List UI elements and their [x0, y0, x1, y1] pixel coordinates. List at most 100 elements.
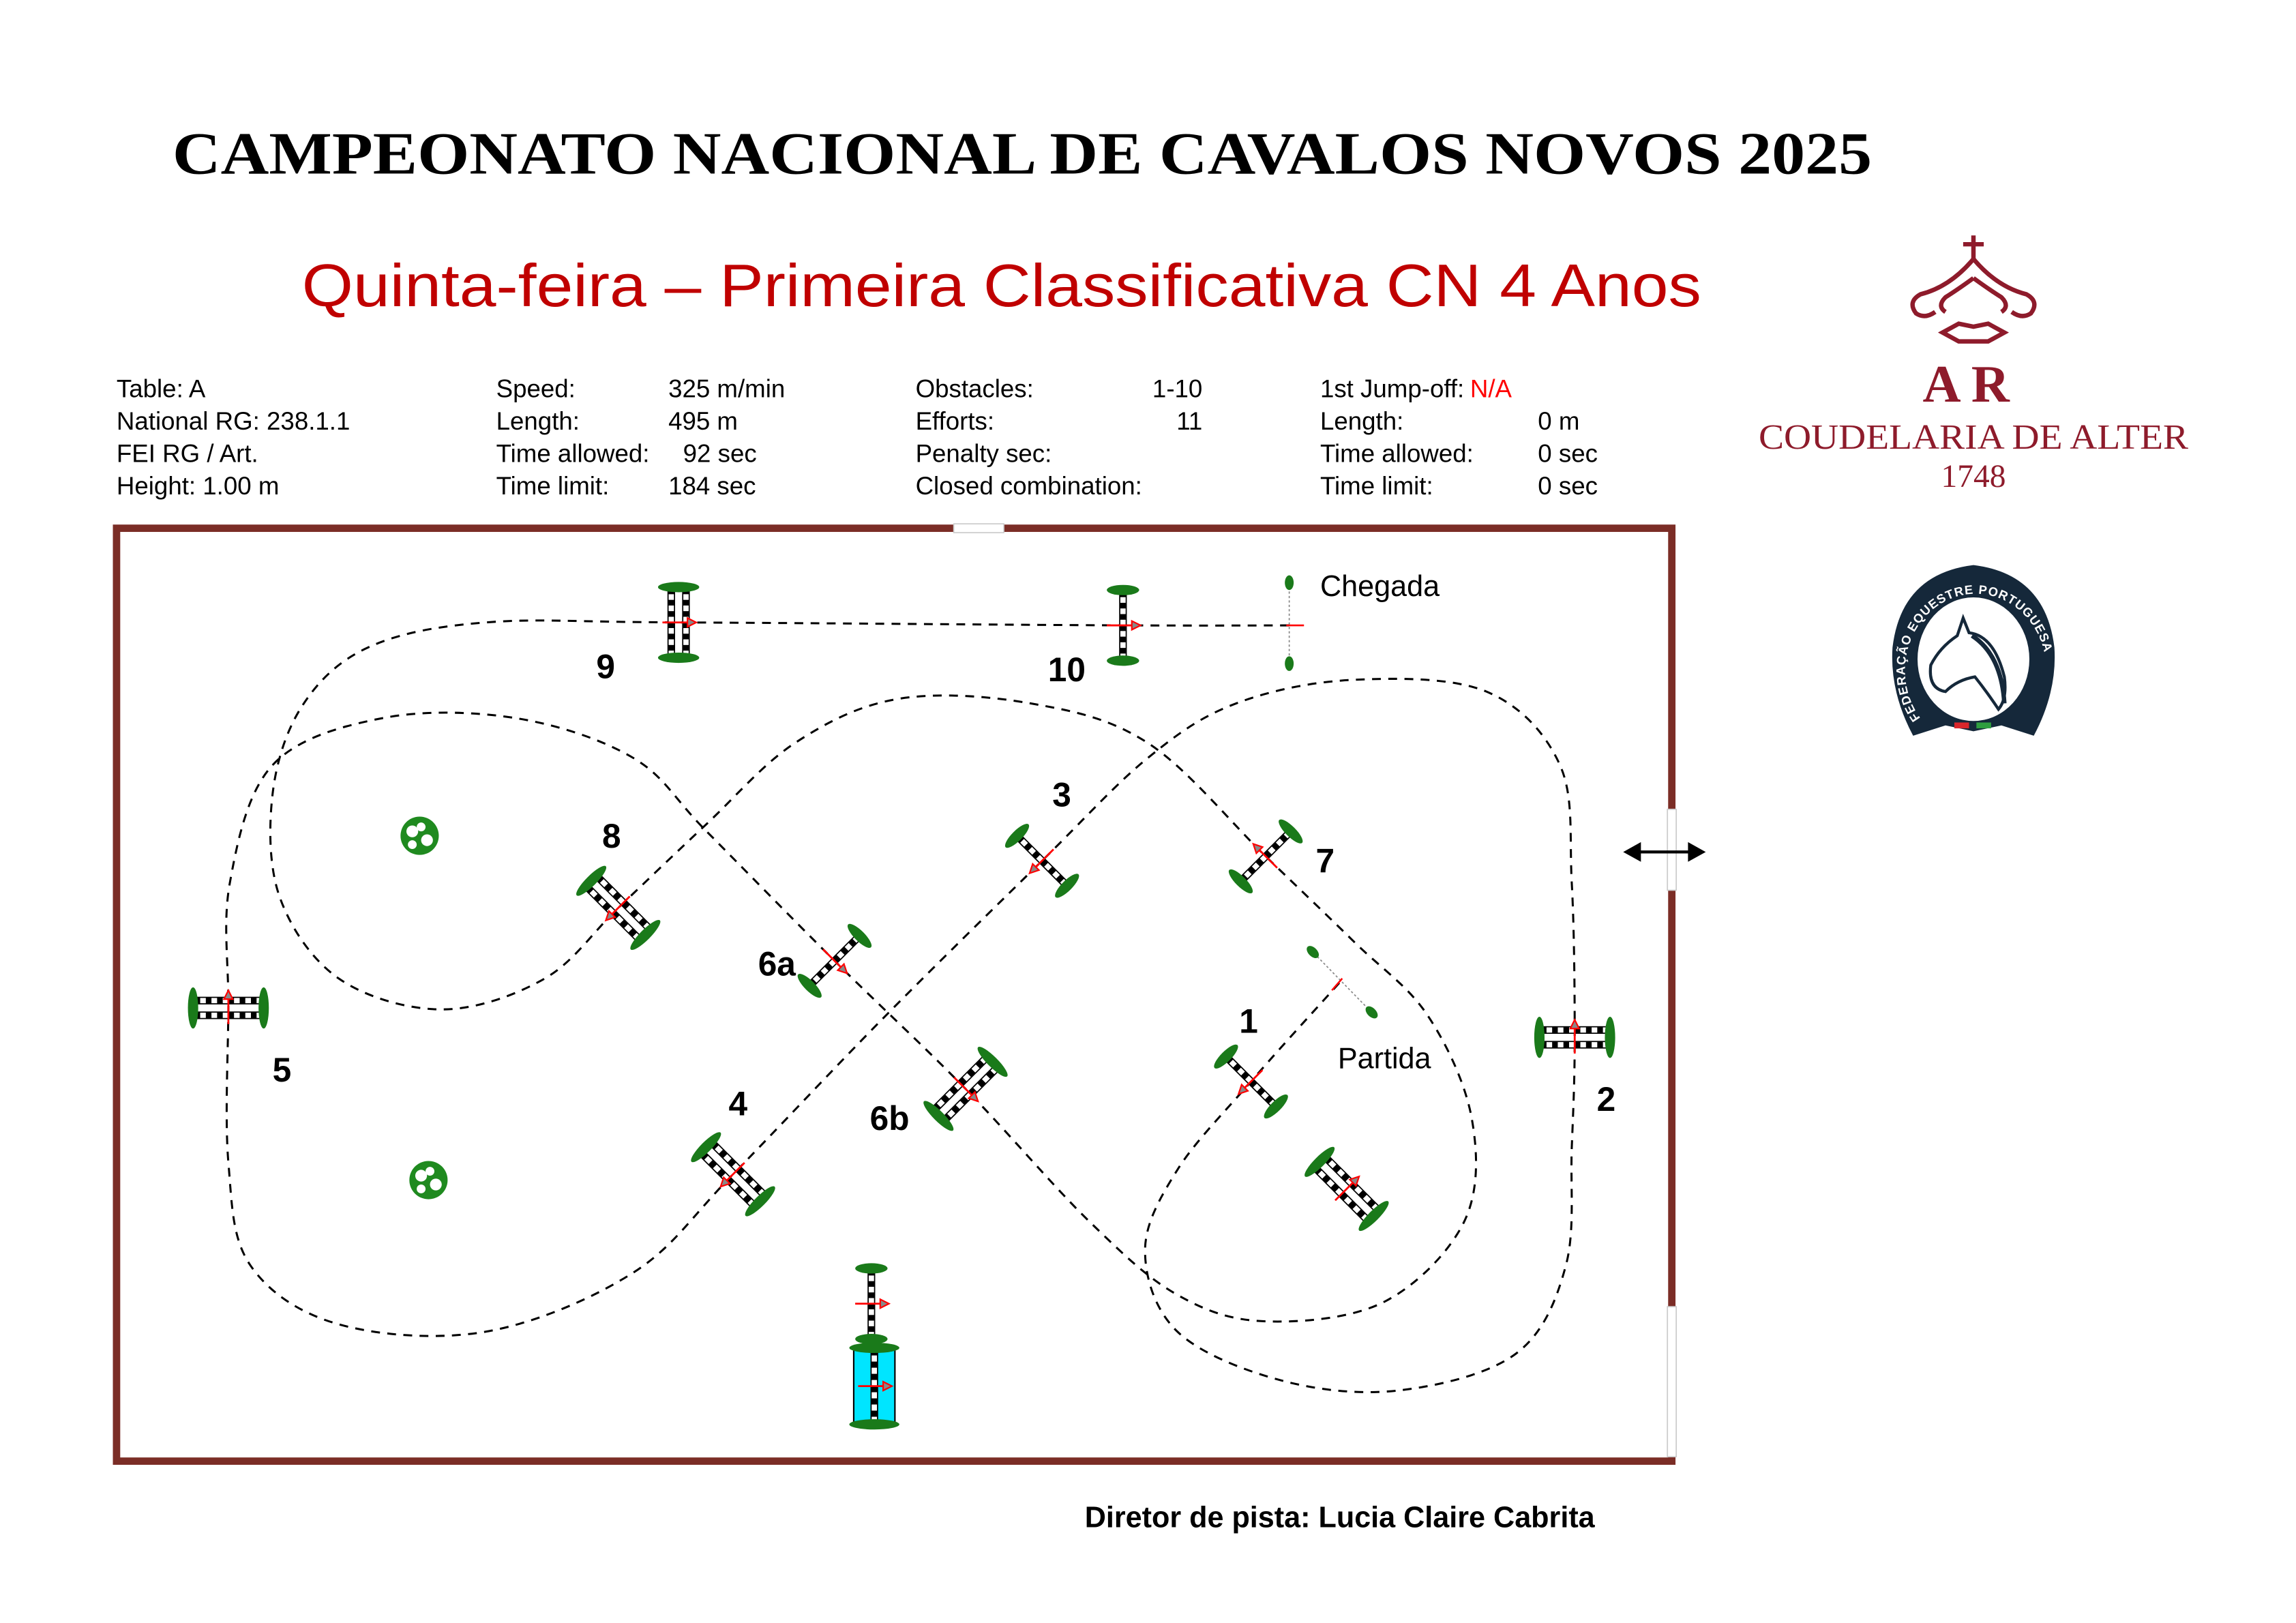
pole-stripe	[975, 1059, 985, 1069]
pole-stripe	[734, 1185, 743, 1195]
obstacle-6a	[797, 923, 872, 998]
entrance-double-arrow-icon	[1623, 842, 1706, 862]
info-jo-length-label: Length:	[1320, 407, 1403, 435]
horse-head-icon	[1928, 613, 2007, 712]
pole-stripe	[228, 1012, 235, 1019]
info-jo-time-limit-label: Time limit:	[1320, 472, 1433, 500]
pole-stripe	[824, 962, 833, 972]
pole-stripe	[1585, 1041, 1592, 1048]
pole-stripe	[868, 1303, 875, 1310]
pole-stripe	[1263, 850, 1272, 859]
pole-stripe	[668, 622, 675, 629]
wing	[1304, 1146, 1335, 1177]
pole-stripe	[1249, 1079, 1257, 1088]
pole-stripe	[217, 997, 223, 1004]
pole-stripe	[1120, 648, 1127, 654]
wing	[1534, 1017, 1545, 1058]
arrow-head-icon	[719, 1176, 732, 1188]
wing	[258, 987, 269, 1029]
pole-stripe	[239, 1012, 245, 1019]
info-length-label: Length:	[496, 407, 580, 435]
pole-stripe	[629, 909, 639, 919]
pole-stripe	[868, 1292, 875, 1298]
info-jo-time-allowed: 0 sec	[1538, 440, 1598, 468]
obstacle-number-1: 1	[1239, 1002, 1258, 1041]
pole-stripe	[871, 1410, 878, 1417]
pole-stripe	[602, 902, 612, 911]
pole-stripe	[1341, 1172, 1350, 1182]
pole-stripe	[957, 1077, 968, 1086]
info-length: 495 m	[668, 407, 738, 435]
pole-stripe	[1279, 834, 1288, 843]
info-jumpoff-value: N/A	[1470, 375, 1512, 403]
pole-stripe	[1552, 1041, 1558, 1048]
arena-gate-right-lower	[1667, 1306, 1677, 1458]
pole-stripe	[1552, 1026, 1558, 1034]
pole-stripe	[949, 1086, 959, 1095]
course-info: Table: A National RG: 238.1.1 FEI RG / A…	[117, 375, 1598, 500]
pole-stripe	[871, 1386, 878, 1393]
obstacle-water-jump	[849, 1342, 899, 1430]
info-efforts: 11	[1176, 407, 1202, 435]
pole-stripe	[1322, 1174, 1331, 1184]
info-speed-label: Speed:	[496, 375, 576, 403]
wing	[188, 987, 198, 1029]
alter-monogram: A R	[1923, 355, 2010, 413]
pole-stripe	[205, 1012, 212, 1019]
direction-arrow	[609, 895, 631, 917]
pole-stripe	[1255, 858, 1264, 867]
pole-stripe	[668, 634, 675, 640]
info-obstacles-label: Obstacles:	[916, 375, 1034, 403]
arena-border	[113, 524, 1676, 1465]
pole-stripe	[619, 919, 629, 929]
start-label: Partida	[1338, 1043, 1431, 1075]
pole-stripe	[727, 1158, 736, 1167]
obstacle-number-10: 10	[1048, 651, 1086, 689]
obstacle-number-6b: 6b	[870, 1099, 910, 1137]
pole-stripe	[593, 893, 603, 903]
pole-stripe	[868, 1326, 875, 1332]
course-designer: Diretor de pista: Lucia Claire Cabrita	[1085, 1502, 1596, 1534]
page-subtitle: Quinta-feira – Primeira Classificativa C…	[302, 252, 1701, 319]
obstacles-layer	[188, 582, 1615, 1430]
arrow-head-icon	[882, 1380, 894, 1392]
wing	[657, 582, 700, 593]
alter-year: 1748	[1941, 459, 2006, 494]
flower-decoration-icon	[400, 816, 439, 855]
pole-stripe	[683, 644, 689, 651]
wing	[855, 1334, 888, 1345]
finish-line	[1285, 575, 1304, 671]
pole-stripe	[966, 1068, 976, 1077]
pole-stripe	[205, 997, 212, 1004]
pole-stripe	[1039, 858, 1049, 867]
page-title: CAMPEONATO NACIONAL DE CAVALOS NOVOS 202…	[173, 121, 1872, 188]
pole-stripe	[1347, 1200, 1357, 1210]
pole-stripe	[1332, 1164, 1341, 1174]
wing	[745, 1186, 775, 1217]
pole-stripe	[239, 997, 245, 1004]
info-jumpoff: 1st Jump-off:N/A	[1320, 375, 1512, 403]
wing	[630, 919, 661, 951]
obstacle-3	[1004, 824, 1079, 898]
pole-stripe	[736, 1166, 745, 1176]
pole-stripe	[603, 882, 613, 892]
pole-stripe	[840, 947, 849, 955]
obstacle-number-7: 7	[1315, 842, 1335, 880]
pole-stripe	[1024, 842, 1032, 852]
arrow-head-icon	[836, 962, 848, 975]
pole-stripe	[718, 1149, 728, 1159]
info-jo-length: 0 m	[1538, 407, 1579, 435]
arrow-head-icon	[1028, 862, 1041, 875]
pole-stripe	[848, 938, 857, 947]
pole-stripe	[1264, 1095, 1274, 1104]
pole-stripe	[951, 1105, 960, 1114]
wing	[691, 1132, 721, 1163]
pole-stripe	[868, 1315, 875, 1321]
wing	[1605, 1017, 1615, 1058]
wing	[923, 1101, 954, 1131]
pole-stripe	[1330, 1183, 1340, 1193]
info-penalty-label: Penalty sec:	[916, 440, 1052, 468]
pole-stripe	[816, 970, 825, 979]
info-time-limit: 184 sec	[668, 472, 756, 500]
pole-stripe	[1575, 1041, 1581, 1048]
